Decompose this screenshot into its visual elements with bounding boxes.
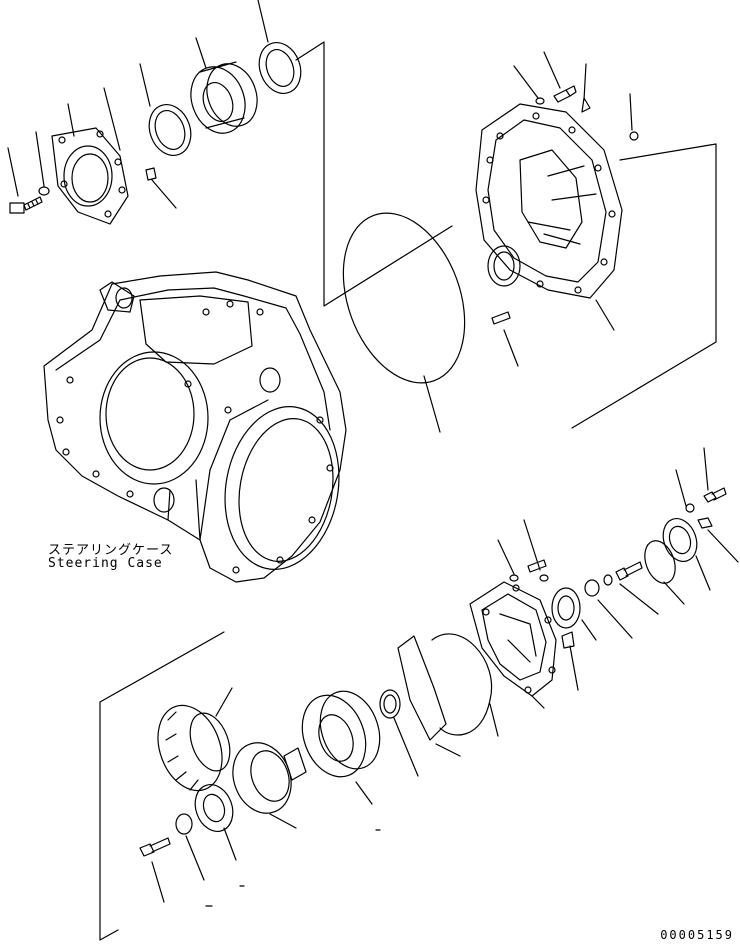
bearing-ring-small xyxy=(380,690,400,718)
washer-upper-left xyxy=(39,187,49,195)
bevel-gear-large xyxy=(147,696,237,799)
bracket-line-right xyxy=(572,144,716,428)
washer-cap xyxy=(686,504,694,512)
bolt-lower xyxy=(140,838,170,856)
tick-marks xyxy=(206,830,380,906)
bearing-upper xyxy=(182,57,266,141)
steering-case-label-en: Steering Case xyxy=(48,556,163,571)
cover-plate xyxy=(52,128,128,224)
o-ring-small xyxy=(639,537,680,588)
steering-case-label-jp: ステアリングケース xyxy=(48,543,174,558)
leaders-lower xyxy=(152,448,738,902)
split-ring xyxy=(432,634,492,735)
leaders-upper-left xyxy=(8,0,268,208)
drawing-number: 00005159 xyxy=(660,928,734,942)
bolt-cap xyxy=(704,488,726,502)
washer-front-2 xyxy=(604,575,612,585)
steering-case xyxy=(44,272,351,582)
rear-cover xyxy=(476,104,622,298)
bracket-line-bottom xyxy=(100,632,224,940)
bracket-line-top xyxy=(296,42,452,306)
pinion-gear xyxy=(223,735,306,822)
leaders-rear-cover xyxy=(504,52,632,366)
gear-nut xyxy=(552,588,580,648)
washer-lower xyxy=(176,814,192,834)
outer-race xyxy=(252,37,307,100)
seal-ring xyxy=(142,99,197,162)
bolt-upper-left xyxy=(10,197,42,213)
leader-o-ring xyxy=(424,376,440,432)
front-cover-fasteners xyxy=(510,560,548,581)
washer-front xyxy=(585,580,599,596)
bolt-front xyxy=(616,562,642,580)
upper-left-assembly xyxy=(8,0,308,224)
bolt-small xyxy=(146,168,156,180)
shim xyxy=(398,636,446,740)
pin-cap xyxy=(698,518,712,528)
front-cover xyxy=(470,582,556,696)
lower-assembly xyxy=(100,448,738,940)
o-ring-large xyxy=(321,196,486,400)
end-cap xyxy=(657,514,702,566)
rear-cover-fasteners xyxy=(492,86,638,324)
tapered-bearing xyxy=(291,683,390,786)
bearing-lower xyxy=(189,779,239,836)
